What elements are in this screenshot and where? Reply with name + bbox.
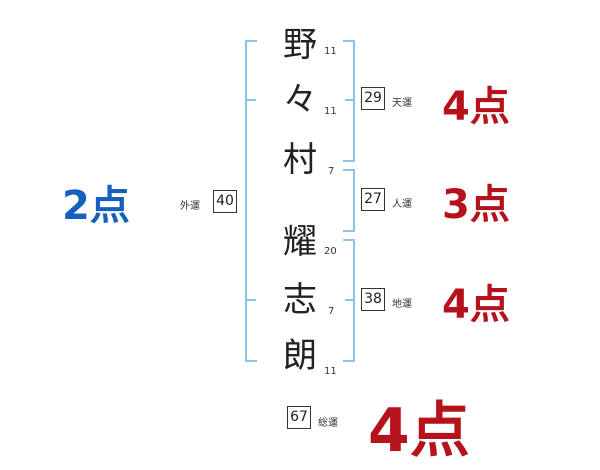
tenkaku-label: 天運 [392, 98, 412, 109]
tenkaku-value: 29 [361, 87, 385, 110]
chikaku-points: 4点 [442, 282, 510, 328]
stroke-count: 11 [324, 366, 337, 377]
tenkaku-bracket [343, 40, 355, 162]
soukaku-label: 総運 [318, 418, 338, 429]
chikaku-label: 地運 [392, 299, 412, 310]
name-char: 耀 [283, 222, 317, 262]
soukaku-value: 67 [287, 406, 311, 429]
name-char: 々 [283, 80, 317, 120]
stroke-count: 7 [328, 306, 335, 317]
name-char: 野 [283, 25, 317, 65]
jinkaku-label: 人運 [392, 199, 412, 210]
outer-bracket [245, 40, 257, 362]
name-char: 朗 [283, 336, 317, 376]
bracket-tick [345, 99, 354, 101]
chikaku-bracket [343, 239, 355, 362]
gaikaku-points: 2点 [62, 183, 130, 229]
bracket-tick [345, 299, 354, 301]
tenkaku-points: 4点 [442, 84, 510, 130]
jinkaku-points: 3点 [442, 182, 510, 228]
stroke-count: 11 [324, 106, 337, 117]
name-char: 志 [283, 280, 317, 320]
gaikaku-value: 40 [213, 190, 237, 213]
name-char: 村 [283, 140, 317, 180]
jinkaku-bracket [343, 169, 355, 232]
soukaku-points: 4点 [368, 396, 470, 466]
gaikaku-label: 外運 [180, 201, 200, 212]
jinkaku-value: 27 [361, 188, 385, 211]
stroke-count: 7 [328, 166, 335, 177]
bracket-tick [247, 299, 256, 301]
stroke-count: 11 [324, 46, 337, 57]
chikaku-value: 38 [361, 288, 385, 311]
bracket-tick [247, 99, 256, 101]
stroke-count: 20 [324, 246, 337, 257]
